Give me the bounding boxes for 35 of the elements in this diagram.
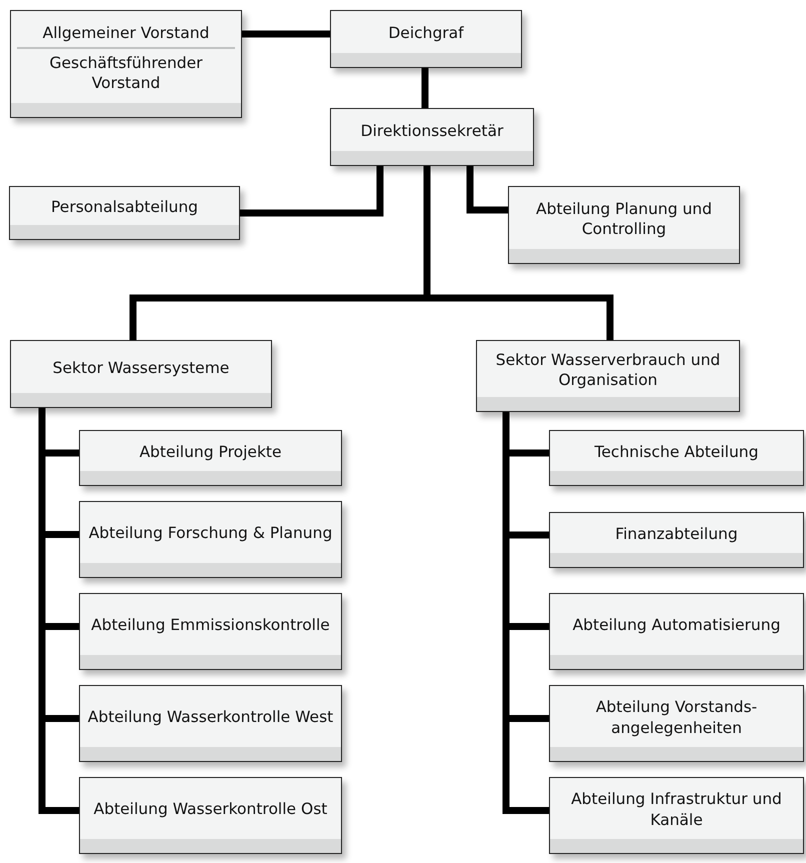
unit-label: Technische Abteilung	[594, 442, 760, 462]
unit-label: Abteilung Planung und Controlling	[535, 198, 713, 240]
unit-label: Sektor Wassersysteme	[52, 358, 230, 378]
unit-label: Allgemeiner Vorstand	[42, 22, 210, 43]
org-unit-box	[549, 593, 804, 670]
unit-label: Finanzabteilung	[614, 524, 739, 544]
org-unit-box	[9, 186, 240, 240]
unit-label: Personalsabteilung	[50, 196, 199, 218]
org-unit-box	[79, 593, 342, 670]
unit-label: Abteilung Automatisierung	[572, 615, 782, 636]
unit-label: Abteilung Wasserkontrolle Ost	[92, 799, 328, 820]
unit-label: Abteilung Forschung & Planung	[88, 523, 334, 544]
org-unit-box	[10, 10, 242, 118]
org-unit-box	[330, 108, 534, 166]
org-unit-box	[79, 685, 342, 762]
org-unit-box	[79, 777, 342, 854]
sub-unit-label: Geschäftsführender Vorstand	[17, 46, 235, 94]
org-unit-box	[549, 512, 804, 568]
org-unit-box	[508, 186, 740, 264]
unit-label: Abteilung Emmissionskontrolle	[90, 615, 331, 636]
org-unit-box	[476, 340, 740, 412]
org-unit-box	[549, 430, 804, 486]
unit-label: Abteilung Projekte	[138, 442, 283, 462]
org-unit-box	[10, 340, 272, 408]
unit-label: Abteilung Infrastruktur und Kanäle	[570, 789, 783, 830]
org-unit-box	[549, 777, 804, 854]
org-unit-box	[79, 430, 342, 486]
org-unit-box	[79, 501, 342, 578]
unit-label: Abteilung Vorstands-angelegenheiten	[594, 697, 758, 738]
unit-label: Direktionssekretär	[360, 120, 504, 142]
unit-label: Sektor Wasserverbrauch und Organisation	[494, 350, 722, 390]
org-unit-box	[549, 685, 804, 762]
unit-label: Abteilung Wasserkontrolle West	[86, 707, 334, 728]
org-unit-box	[330, 10, 522, 68]
unit-label: Deichgraf	[387, 22, 465, 44]
